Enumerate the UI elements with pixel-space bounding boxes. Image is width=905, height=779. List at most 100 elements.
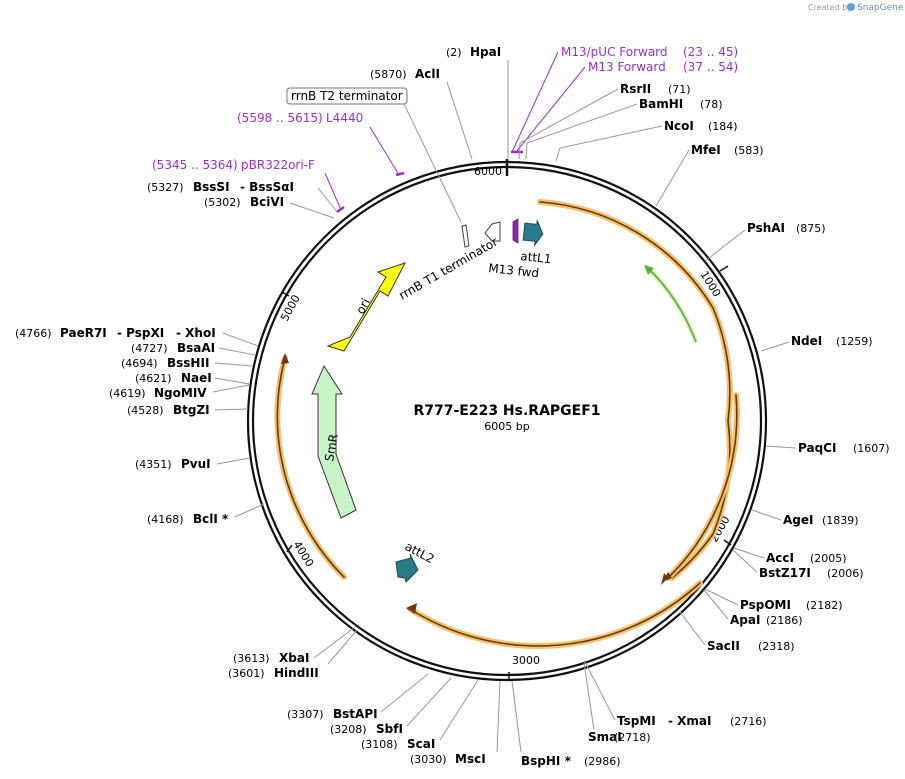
site-bsssi-leader	[317, 187, 339, 214]
site-apai-leader	[703, 589, 729, 620]
site-xhoi-name-text: XhoI	[185, 326, 216, 340]
rrnb-t1-feature-arrow	[484, 221, 501, 242]
site-bstapi[interactable]: (3307) BstAPI	[287, 673, 429, 721]
primer-pbr322-range: (5345 .. 5364)	[152, 158, 238, 172]
site-ncoi-pos: (184)	[708, 120, 738, 133]
site-paqci-pos: (1607)	[853, 442, 890, 455]
site-bsshii[interactable]: (4694) BssHII	[121, 356, 253, 370]
site-bsaai[interactable]: (4727) BsaAI	[131, 341, 256, 356]
site-sacii[interactable]: SacII (2318)	[679, 611, 795, 653]
site-sacii-name: SacII	[707, 639, 740, 653]
site-pspxi-name-text: PspXI	[126, 326, 164, 340]
site-bstz17i-leader	[732, 549, 758, 573]
site-bcivi[interactable]: (5302) BciVI	[204, 195, 335, 219]
site-naei-name: NaeI	[181, 371, 212, 385]
site-pspomi-leader	[704, 588, 739, 606]
site-acli[interactable]: (5870) AclI	[370, 67, 473, 160]
site-acli-pos: (5870)	[370, 68, 407, 81]
orf-arrowhead-left	[281, 353, 289, 364]
site-bstz17i-name: BstZ17I	[759, 566, 811, 580]
site-bstapi-name: BstAPI	[333, 707, 378, 721]
site-mfei[interactable]: MfeI (583)	[655, 143, 764, 207]
smr-feature-arrow	[311, 364, 357, 519]
primer-m13-forward-range: (37 .. 54)	[683, 60, 738, 74]
primer-m13-puc: M13/pUC Forward (23 .. 45)	[511, 45, 738, 153]
site-agei-leader	[751, 509, 782, 521]
site-ndei[interactable]: NdeI (1259)	[760, 334, 873, 352]
site-paqci[interactable]: PaqCI (1607)	[765, 441, 890, 455]
site-smai-name: SmaI	[588, 730, 622, 744]
orf-arrowhead-bottom	[406, 603, 417, 614]
primer-pbr322-leader	[324, 172, 342, 211]
site-ngomiv[interactable]: (4619) NgoMIV	[109, 384, 250, 400]
site-paqci-name: PaqCI	[798, 441, 836, 455]
site-bsphi-pos: (2986)	[584, 755, 621, 768]
site-smai[interactable]: SmaI (2718)	[583, 662, 651, 744]
site-tspmi-name: TspMI	[617, 714, 656, 728]
primer-m13-forward-name: M13 Forward	[588, 60, 666, 74]
site-acci-name: AccI	[766, 551, 794, 565]
site-xmai-name-text: XmaI	[677, 714, 711, 728]
site-bstapi-pos: (3307)	[287, 708, 324, 721]
site-pshai[interactable]: PshAI (875)	[704, 221, 826, 262]
primer-m13-puc-leader	[511, 51, 559, 153]
site-scai[interactable]: (3108) ScaI	[361, 679, 479, 751]
attl1-label: attL1	[520, 249, 552, 266]
site-acci-leader	[733, 547, 765, 559]
site-hpai[interactable]: (2) HpaI	[446, 45, 509, 159]
site-msci[interactable]: (3030) MscI	[410, 680, 501, 766]
site-tspmi-leader	[584, 661, 616, 721]
site-bamhi[interactable]: BamHI (78)	[525, 97, 723, 160]
tick-1000-mark	[719, 265, 729, 272]
orf-arc-right2	[667, 394, 738, 579]
site-acci[interactable]: AccI (2005)	[733, 547, 847, 565]
site-sbfi[interactable]: (3208) SbfI	[330, 677, 452, 736]
orf-arc-left	[276, 357, 345, 578]
site-bcivi-pos: (5302)	[204, 196, 241, 209]
site-sacii-pos: (2318)	[758, 640, 795, 653]
site-bsssai-name-text: BssSαI	[249, 180, 294, 194]
site-bcli-leader	[234, 503, 265, 518]
site-rsrii[interactable]: RsrII (71)	[518, 82, 691, 160]
site-tspmi-xmai[interactable]: TspMI - XmaI (2716)	[584, 661, 767, 728]
site-ncoi-leader	[555, 125, 663, 162]
site-rsrii-name: RsrII	[620, 82, 651, 96]
site-bcivi-leader	[289, 202, 335, 219]
site-pvui-leader	[216, 457, 251, 465]
site-pspomi[interactable]: PspOMI (2182)	[704, 588, 843, 612]
attl1-feature-arrow	[522, 220, 544, 248]
site-naei[interactable]: (4621) NaeI	[135, 371, 250, 385]
site-agei[interactable]: AgeI (1839)	[751, 509, 859, 527]
site-agei-name: AgeI	[783, 513, 813, 527]
site-paer7i-pspxi-xhoi[interactable]: (4766) PaeR7I - PspXI - XhoI	[15, 326, 259, 347]
site-xhoi-name: - XhoI	[176, 326, 216, 340]
tick-5000-mark	[281, 291, 290, 297]
site-naei-pos: (4621)	[135, 372, 172, 385]
plasmid-size: 6005 bp	[484, 420, 529, 433]
site-xbai[interactable]: (3613) XbaI	[233, 626, 356, 665]
site-hindiii[interactable]: (3601) HindIII	[228, 629, 358, 680]
site-pshai-name: PshAI	[747, 221, 785, 235]
site-bcli[interactable]: (4168) BclI *	[147, 503, 265, 526]
site-hindiii-name: HindIII	[274, 666, 319, 680]
site-pspxi-name: - PspXI	[117, 326, 164, 340]
primer-m13-puc-name: M13/pUC Forward	[561, 45, 668, 59]
site-bcli-pos: (4168)	[147, 513, 184, 526]
site-bsphi[interactable]: BspHI * (2986)	[511, 680, 621, 768]
site-xbai-pos: (3613)	[233, 652, 270, 665]
site-mfei-leader	[655, 149, 690, 207]
site-apai[interactable]: ApaI (2186)	[703, 589, 803, 627]
rrnb-t2-feature	[461, 224, 470, 248]
site-bamhi-pos: (78)	[700, 98, 723, 111]
site-pvui-pos: (4351)	[135, 458, 172, 471]
site-pvui[interactable]: (4351) PvuI	[135, 457, 251, 471]
site-btgzi[interactable]: (4528) BtgZI	[127, 403, 249, 417]
m13-fwd-label: M13 fwd	[488, 261, 540, 280]
site-agei-pos: (1839)	[822, 514, 859, 527]
site-sacii-leader	[679, 611, 706, 646]
site-ncoi[interactable]: NcoI (184)	[555, 119, 738, 162]
site-bsssi[interactable]: (5327) BssSI - BssSαI	[147, 180, 339, 214]
rrnb-t2-callout-box	[286, 87, 408, 105]
site-bstz17i[interactable]: BstZ17I (2006)	[732, 549, 864, 580]
